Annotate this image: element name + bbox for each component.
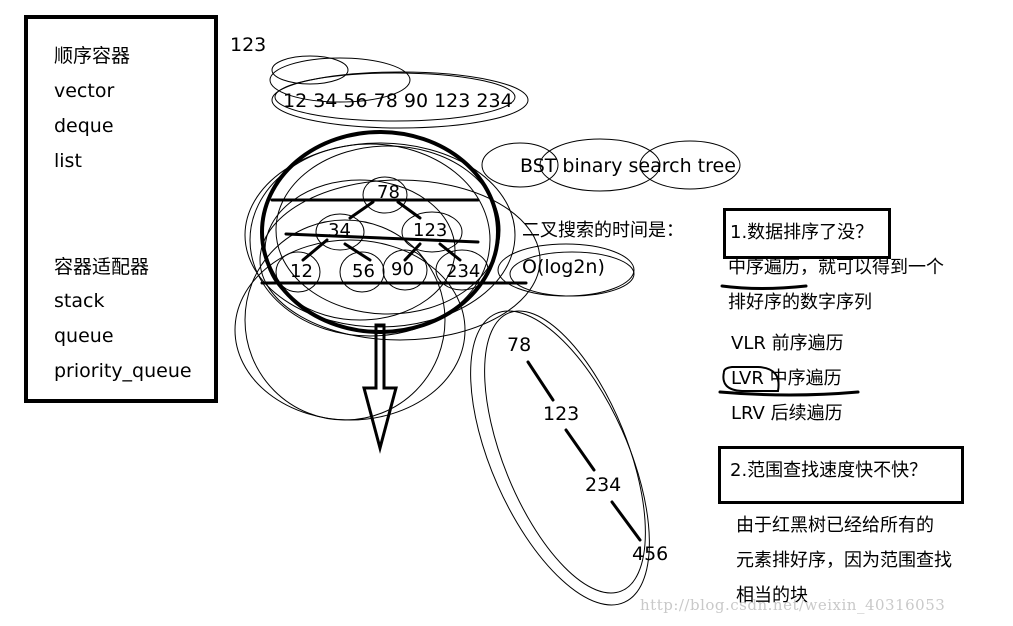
inorder-line-1: 中序遍历，就可以得到一个 <box>728 257 944 278</box>
complexity-label: O(log2n) <box>522 256 605 278</box>
tree-level-line-2 <box>284 232 480 244</box>
traversal-vlr: VLR 前序遍历 <box>731 333 844 354</box>
seq-item-vector: vector <box>54 80 115 102</box>
answer-line-1: 由于红黑树已经给所有的 <box>736 515 934 536</box>
search-time-label: 二叉搜索的时间是： <box>522 220 684 241</box>
answer-line-3: 相当的块 <box>736 585 808 606</box>
question2-text: 2.范围查找速度快不快？ <box>730 460 928 481</box>
tree-node-123: 123 <box>413 220 448 241</box>
chain-node-78: 78 <box>507 334 532 356</box>
question1-box <box>723 208 891 259</box>
chain-node-234: 234 <box>585 474 622 496</box>
watermark: http://blog.csdn.net/weixin_40316053 <box>640 596 946 614</box>
sorted-sequence: 12 34 56 78 90 123 234 <box>283 90 513 112</box>
chain-node-456: 456 <box>632 543 669 565</box>
top-number: 123 <box>230 34 267 56</box>
bst-label: BST binary search tree <box>520 155 736 177</box>
question1-text: 1.数据排序了没？ <box>730 222 874 243</box>
container-types-panel <box>24 15 218 403</box>
down-arrow-icon <box>362 323 398 454</box>
tree-node-12: 12 <box>290 261 313 282</box>
tree-node-34: 34 <box>328 220 351 241</box>
tree-node-234: 234 <box>446 261 481 282</box>
seq-item-deque: deque <box>54 115 114 137</box>
sequence-scribble <box>271 71 529 129</box>
sequence-container-title: 顺序容器 <box>54 45 131 67</box>
adapter-item-stack: stack <box>54 290 105 312</box>
tree-node-90: 90 <box>391 259 414 280</box>
chain-link <box>526 360 555 402</box>
seq-item-list: list <box>54 150 82 172</box>
lvr-loop <box>722 366 780 392</box>
tree-node-56: 56 <box>352 261 375 282</box>
traversal-lvr: LVR 中序遍历 <box>731 368 842 389</box>
question2-box <box>718 446 964 504</box>
answer-line-2: 元素排好序，因为范围查找 <box>736 550 952 571</box>
chain-scribble <box>470 310 650 606</box>
adapter-title: 容器适配器 <box>54 256 150 278</box>
chain-node-123: 123 <box>543 403 580 425</box>
tree-node-78: 78 <box>377 182 400 203</box>
adapter-item-priority-queue: priority_queue <box>54 360 192 382</box>
inorder-line-2: 排好序的数字序列 <box>728 292 872 313</box>
adapter-item-queue: queue <box>54 325 114 347</box>
traversal-lrv: LRV 后续遍历 <box>731 403 843 424</box>
tree-circle <box>260 130 500 334</box>
